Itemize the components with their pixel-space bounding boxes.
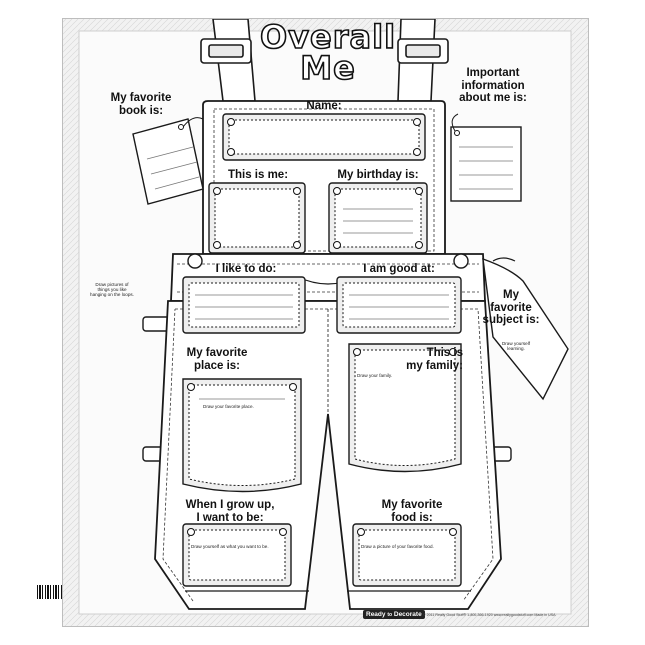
- title-line-2: Me: [299, 49, 356, 87]
- family-label: This is my family:: [406, 347, 463, 372]
- grow-up-label: When I grow up, I want to be:: [185, 499, 275, 524]
- name-label: Name:: [306, 100, 342, 112]
- book-tag: [132, 117, 204, 205]
- subject-hint: Draw yourself learning.: [501, 341, 531, 352]
- favorite-subject-label: My favorite subject is:: [482, 289, 540, 326]
- grow-up-hint: Draw yourself as what you want to be.: [191, 544, 269, 549]
- favorite-place-label: My favorite place is:: [186, 347, 248, 372]
- left-button: [187, 253, 203, 269]
- fine-print: © 2011 Really Good Stuff® 1-800-366-1920…: [423, 613, 556, 617]
- favorite-food-hint: Draw a picture of your favorite food.: [361, 544, 434, 549]
- loops-hint: Draw pictures of things you like hanging…: [90, 282, 134, 298]
- favorite-food-label: My favorite food is:: [381, 499, 443, 524]
- this-is-me-label: This is me:: [227, 169, 289, 181]
- favorite-book-label: My favorite book is:: [110, 92, 172, 117]
- page-title: Overall Me: [243, 18, 413, 87]
- overalls-drawing: [63, 19, 588, 626]
- subject-bandana: [482, 257, 569, 401]
- family-hint: Draw your family.: [357, 373, 393, 378]
- like-to-do-label: I like to do:: [215, 263, 277, 275]
- poster: Overall Me Name: This is me: My birthday…: [62, 18, 589, 627]
- important-info-tag: [450, 113, 522, 202]
- birthday-label: My birthday is:: [337, 169, 419, 181]
- title-line-1: Overall: [259, 18, 397, 56]
- right-button: [453, 253, 469, 269]
- brand-logo: Ready to Decorate: [363, 610, 425, 619]
- favorite-place-hint: Draw your favorite place.: [203, 404, 254, 409]
- important-info-label: Important information about me is:: [459, 67, 527, 104]
- good-at-label: I am good at:: [363, 263, 435, 275]
